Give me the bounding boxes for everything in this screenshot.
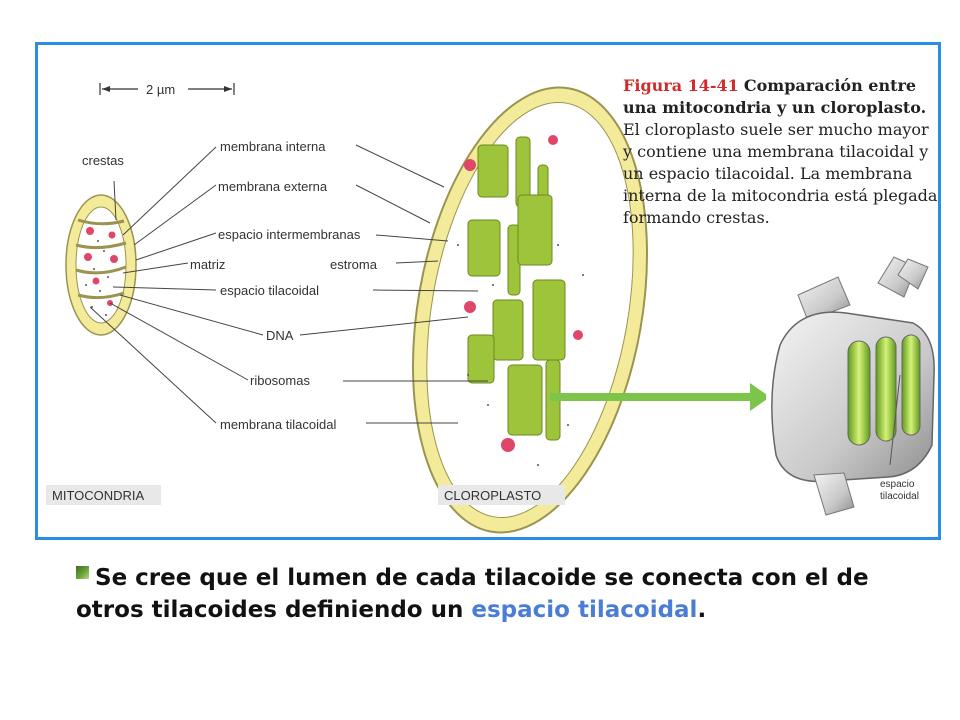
diagram-artwork: 2 µm [46, 82, 938, 537]
svg-text:CLOROPLASTO: CLOROPLASTO [444, 488, 541, 503]
bullet-paragraph: Se cree que el lumen de cada tilacoide s… [76, 562, 896, 626]
label-estroma: estroma [330, 257, 378, 272]
figure-caption: Figura 14-41 Comparación entre una mitoc… [623, 75, 938, 229]
caption-figure-number: Figura 14-41 [623, 76, 739, 95]
svg-text:MITOCONDRIA: MITOCONDRIA [52, 488, 145, 503]
panel-title-mitocondria: MITOCONDRIA [46, 485, 161, 505]
label-dna: DNA [266, 328, 294, 343]
thylakoid-label-line1: espacio [880, 479, 915, 490]
panel-title-cloroplasto: CLOROPLASTO [438, 485, 565, 505]
arrow-icon [550, 383, 770, 411]
label-espacio-tilacoidal: espacio tilacoidal [220, 283, 319, 298]
bullet-highlight: espacio tilacoidal [471, 597, 698, 623]
thylakoid-3d-drawing: espacio tilacoidal [766, 256, 938, 537]
caption-lead: Comparación entre una mitocondria y un c… [623, 76, 927, 117]
scale-bar: 2 µm [99, 82, 235, 97]
bullet-end: . [697, 597, 707, 623]
label-membrana-interna: membrana interna [220, 139, 326, 154]
bullet-square-icon [76, 566, 89, 579]
label-matriz: matriz [190, 257, 225, 272]
label-membrana-externa: membrana externa [218, 179, 328, 194]
caption-body: El cloroplasto suele ser mucho mayor y c… [623, 120, 938, 227]
label-ribosomas: ribosomas [250, 373, 310, 388]
leader-lines [89, 144, 488, 424]
label-membrana-tilacoidal: membrana tilacoidal [220, 417, 336, 432]
mitochondrion-drawing [65, 194, 137, 336]
bullet-text: Se cree que el lumen de cada tilacoide s… [76, 565, 869, 623]
label-espacio-intermembranas: espacio intermembranas [218, 227, 361, 242]
figure-frame: 2 µm [35, 42, 941, 540]
label-crestas: crestas [82, 153, 124, 168]
thylakoid-label-line2: tilacoidal [880, 491, 919, 502]
scale-bar-label: 2 µm [146, 82, 175, 97]
